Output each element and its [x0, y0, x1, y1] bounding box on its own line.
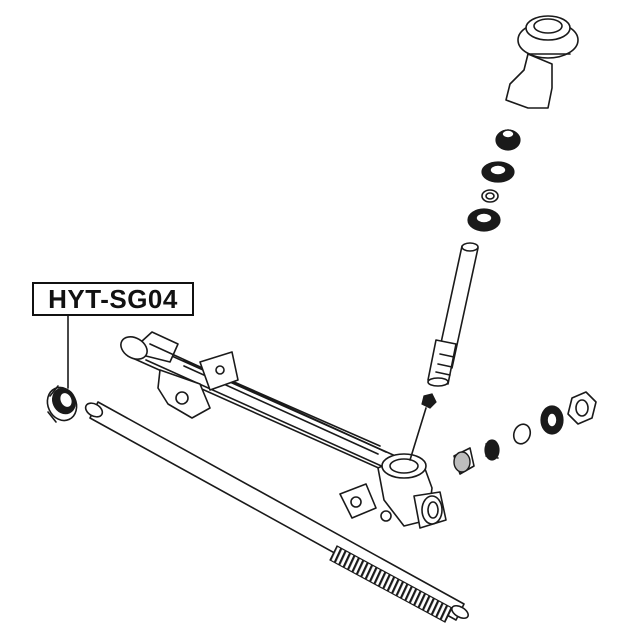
oil-seal	[467, 208, 501, 232]
pinion-nut	[421, 393, 437, 409]
part-number-callout: HYT-SG04	[32, 282, 194, 316]
rack-guide-spring	[484, 439, 500, 461]
lock-nut	[567, 391, 597, 425]
snap-ring	[481, 189, 499, 203]
o-ring	[512, 423, 532, 445]
pinion-shaft	[427, 242, 479, 387]
seal-ring-upper	[495, 129, 521, 151]
pinion-guide-line	[409, 407, 427, 461]
bearing-ring	[481, 161, 515, 183]
adjusting-bolt	[540, 405, 564, 435]
rack-guide-plug	[453, 447, 475, 475]
rack-bar	[84, 401, 469, 623]
rack-bushing-part	[46, 385, 78, 423]
boot-cover	[505, 15, 579, 109]
rack-housing	[120, 331, 447, 529]
part-number-label: HYT-SG04	[48, 284, 178, 314]
